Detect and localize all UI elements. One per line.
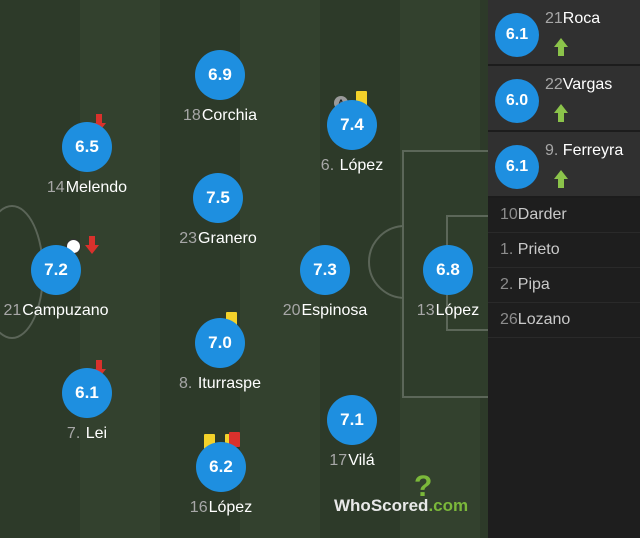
player-name: 14Melendo — [46, 179, 128, 196]
pitch: 6.9 18Corchia A 7.4 6. López 6.5 14Melen… — [0, 0, 488, 538]
player-name: 18Corchia — [183, 107, 257, 124]
sub-name: 9. Ferreyra — [545, 142, 624, 159]
rating-badge: 7.0 — [195, 318, 245, 368]
substitutes-panel: 6.1 21Roca 6.0 22Vargas 6.1 9. Ferreyra … — [488, 0, 640, 538]
rating-badge: 7.5 — [193, 173, 243, 223]
player-name: 21Campuzano — [3, 302, 109, 319]
player-name: 6. López — [320, 157, 384, 174]
events — [226, 312, 237, 332]
bench-player-darder[interactable]: 10Darder — [488, 198, 640, 233]
player-name: 8. Iturraspe — [179, 375, 261, 392]
yellow-card-icon — [204, 434, 215, 449]
rating-badge: 7.2 — [31, 245, 81, 295]
events — [204, 432, 241, 454]
sub-off-arrow-icon — [85, 236, 100, 254]
rating-badge: 7.1 — [327, 395, 377, 445]
sub-name: 21Roca — [545, 10, 601, 27]
yellow-card-icon — [226, 312, 237, 327]
rating-badge: 6.2 — [196, 442, 246, 492]
player-name: 13López — [416, 302, 480, 319]
player-name: 7. Lei — [66, 425, 108, 442]
player-name: 23Granero — [179, 230, 257, 247]
player-name: 20Espinosa — [282, 302, 368, 319]
second-yellow-red-card-icon — [225, 432, 241, 449]
rating-badge: 6.1 — [495, 13, 539, 57]
rating-badge: 6.1 — [495, 145, 539, 189]
rating-badge: 6.5 — [62, 122, 112, 172]
bench-player-prieto[interactable]: 1. Prieto — [488, 233, 640, 268]
bench-player-lozano[interactable]: 26Lozano — [488, 303, 640, 338]
yellow-card-icon — [356, 91, 368, 106]
rating-badge: 6.8 — [423, 245, 473, 295]
logo-question-icon: ? — [414, 470, 433, 503]
sub-on-arrow-icon — [554, 38, 568, 56]
player-name: 17Vilá — [329, 452, 375, 469]
sub-name: 22Vargas — [545, 76, 613, 93]
sub-row-ferreyra[interactable]: 6.1 9. Ferreyra — [488, 132, 640, 198]
bench-player-pipa[interactable]: 2. Pipa — [488, 268, 640, 303]
player-name: 16López — [189, 499, 253, 516]
rating-badge: 6.0 — [495, 79, 539, 123]
rating-badge: 7.3 — [300, 245, 350, 295]
whoscored-logo: ? WhoScored.com — [334, 470, 469, 515]
sub-row-vargas[interactable]: 6.0 22Vargas — [488, 66, 640, 132]
rating-badge: 6.1 — [62, 368, 112, 418]
sub-on-arrow-icon — [554, 170, 568, 188]
sub-on-arrow-icon — [554, 104, 568, 122]
rating-badge: 7.4 — [327, 100, 377, 150]
rating-badge: 6.9 — [195, 50, 245, 100]
sub-row-roca[interactable]: 6.1 21Roca — [488, 0, 640, 66]
